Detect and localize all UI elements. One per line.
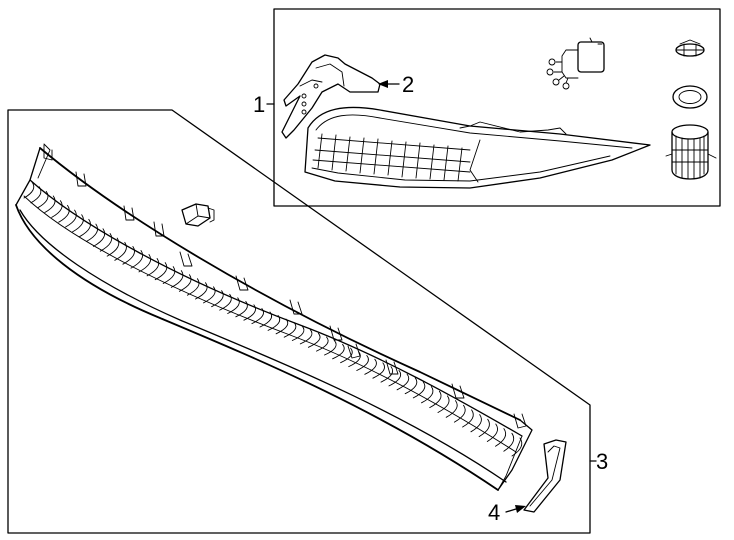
louver-rib <box>388 369 402 387</box>
louver-rib <box>364 358 377 375</box>
callout-4: 4 <box>488 500 526 525</box>
callout-label-2: 2 <box>402 72 414 97</box>
louver-rib <box>372 362 385 379</box>
louver-rib <box>138 254 152 273</box>
louver-rib <box>154 262 168 281</box>
louver-rib <box>186 278 200 296</box>
louver-rib <box>470 414 482 433</box>
louver-rib <box>122 246 135 265</box>
louver-rib <box>170 270 184 288</box>
louver-rib <box>243 304 256 321</box>
callout-label-1: 1 <box>253 92 265 117</box>
louver-rib <box>275 318 289 335</box>
louver-rib <box>30 186 42 204</box>
louver-rib <box>195 282 208 300</box>
louver-rib <box>130 250 144 269</box>
bulb-socket <box>546 37 605 90</box>
louver-rib <box>356 355 369 371</box>
louver-rib <box>146 258 160 277</box>
louver-rib <box>307 332 321 348</box>
louver-rib <box>283 322 297 338</box>
mounting-tabs <box>43 144 527 429</box>
tail-lamp-inset <box>273 8 721 207</box>
louver-rib <box>437 395 450 413</box>
leader-arrow-2 <box>378 80 388 88</box>
louver-rib <box>299 329 313 345</box>
louver-rib <box>453 404 466 423</box>
callout-2: 2 <box>378 72 414 97</box>
callout-3: 3 <box>589 449 608 474</box>
side-trim-piece <box>523 439 567 513</box>
callout-1: 1 <box>253 92 275 117</box>
louver-rib <box>51 200 63 218</box>
louver-rib <box>503 432 515 452</box>
louver-rib <box>478 418 490 438</box>
louver-rib <box>486 423 498 442</box>
leader-arrow-4 <box>515 505 526 513</box>
cap-clip <box>675 39 705 57</box>
louver-rib <box>421 386 434 404</box>
louver-rib <box>211 290 224 308</box>
louver-rib <box>219 293 232 311</box>
louver-rib <box>227 297 240 314</box>
harness-connector <box>181 203 215 227</box>
louver-rib <box>162 266 176 284</box>
tail-lamp-housing <box>304 106 651 189</box>
louver-rib <box>404 377 418 395</box>
louver-rib <box>429 390 442 409</box>
louver-rib <box>267 315 281 331</box>
main-frame <box>7 109 591 534</box>
louver-rib <box>58 204 70 223</box>
louver-rib <box>92 228 106 247</box>
inset-frame <box>273 8 721 207</box>
lamp-bracket <box>281 54 381 139</box>
louver-rib <box>23 181 35 199</box>
louver-rib <box>259 311 273 328</box>
louver-rib <box>106 237 120 257</box>
o-ring-seal <box>672 85 708 109</box>
louver-rib <box>178 274 192 292</box>
louver-rib <box>114 241 127 261</box>
louver-ribs <box>23 181 523 457</box>
lamp-led-grid <box>312 133 471 182</box>
louver-rib <box>251 308 264 325</box>
louver-rib <box>324 340 337 356</box>
louver-rib <box>332 343 345 360</box>
louver-rib <box>445 400 458 418</box>
louver-rib <box>462 409 474 428</box>
rear-garnish-panel <box>15 143 533 491</box>
louver-rib <box>235 300 248 318</box>
louver-rib <box>65 209 77 228</box>
louver-rib <box>99 233 113 252</box>
callout-label-4: 4 <box>488 500 500 525</box>
garnish-panel-group <box>7 109 591 534</box>
louver-rib <box>79 218 91 238</box>
louver-rib <box>316 336 329 352</box>
louver-rib <box>203 286 216 304</box>
louver-rib <box>85 223 99 242</box>
cylinder-socket <box>665 124 717 180</box>
callout-label-3: 3 <box>596 449 608 474</box>
louver-rib <box>396 373 410 391</box>
louver-rib <box>72 214 84 233</box>
louver-rib <box>44 195 56 213</box>
louver-rib <box>511 437 523 457</box>
louver-rib <box>495 428 507 447</box>
louver-rib <box>291 325 305 341</box>
louver-rib <box>412 381 426 399</box>
louver-rib <box>37 190 49 209</box>
